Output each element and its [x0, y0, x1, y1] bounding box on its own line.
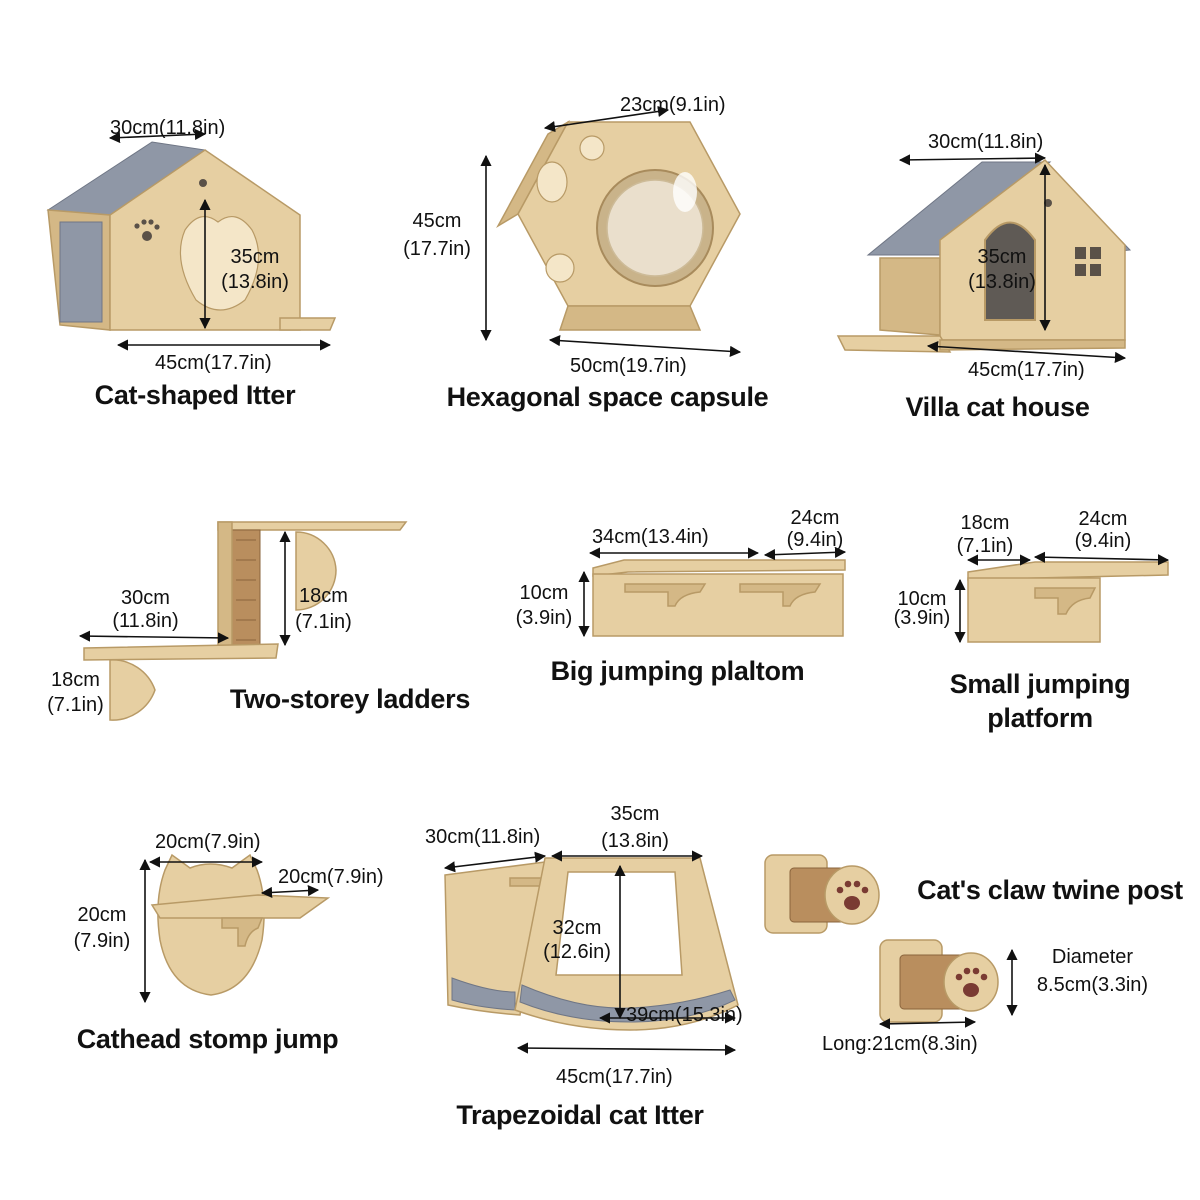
product-title: Trapezoidal cat Itter [456, 1100, 704, 1130]
dim-depth-cm: 24cm [790, 507, 840, 529]
two-storey-ladders-image [78, 521, 408, 721]
dim-top: 23cm(9.1in) [620, 94, 726, 116]
trapezoidal-litter-image [443, 850, 739, 1056]
dim-width: 50cm(19.7in) [570, 355, 687, 377]
dim-top-left: 30cm(11.8in) [425, 826, 541, 848]
product-title: Cat's claw twine post [917, 875, 1183, 905]
dim-width: 45cm(17.7in) [968, 359, 1085, 381]
dim-diameter: 8.5cm(3.3in) [1036, 974, 1149, 996]
small-platform-image [954, 551, 1170, 644]
hexagonal-capsule-image [480, 105, 742, 357]
paw-print-icon [134, 219, 160, 241]
dim-depth-in: (9.4in) [786, 529, 844, 551]
product-title: Two-storey ladders [229, 684, 471, 714]
paw-print-icon [955, 967, 988, 997]
dim-height-cm: 45cm [412, 210, 462, 232]
paw-print-icon [836, 880, 869, 910]
dim-length: 34cm(13.4in) [592, 526, 709, 548]
dim-height-cm: 35cm [230, 246, 280, 268]
dim-height-cm: 35cm [977, 246, 1027, 268]
dim-depth-in: (7.1in) [47, 694, 104, 716]
dim-top: 30cm(11.8in) [928, 131, 1044, 153]
product-title-line1: Small jumping [949, 669, 1131, 699]
dim-height-in: (13.8in) [968, 271, 1036, 293]
cathead-stomp-image [139, 853, 331, 1004]
dim-height-in: (13.8in) [221, 271, 289, 293]
product-title: Cathead stomp jump [76, 1024, 339, 1054]
dim-depth-cm: 18cm [51, 669, 100, 691]
dim-height-cm: 18cm [299, 585, 348, 607]
dim-height-in: (3.9in) [893, 607, 951, 629]
dim-bottom: 45cm(17.7in) [556, 1066, 673, 1088]
dim-depth-in: (9.4in) [1074, 530, 1132, 552]
big-platform-image [578, 546, 847, 638]
dim-depth-cm: 24cm [1078, 508, 1128, 530]
claw-post-image [764, 854, 1018, 1030]
dim-length-cm: 30cm [121, 587, 170, 609]
dim-length-in: (7.1in) [956, 535, 1014, 557]
dim-height-in: (17.7in) [403, 238, 471, 260]
dim-height-cm: 10cm [897, 588, 947, 610]
dim-top-right-cm: 35cm [610, 803, 660, 825]
dim-length-in: (11.8in) [112, 610, 179, 632]
dim-long: Long:21cm(8.3in) [822, 1033, 978, 1055]
cat-shaped-litter-image [46, 128, 337, 351]
product-title: Villa cat house [905, 392, 1090, 422]
dim-width: 45cm(17.7in) [155, 352, 272, 374]
dim-inner: 39cm(15.3in) [626, 1004, 743, 1026]
dim-diameter-label: Diameter [1051, 946, 1134, 968]
dim-height-in: (7.9in) [73, 930, 131, 952]
dim-height-cm: 20cm [77, 904, 127, 926]
product-title-line2: platform [987, 703, 1093, 733]
dim-top-right-in: (13.8in) [601, 830, 669, 852]
dim-length-cm: 18cm [960, 512, 1010, 534]
dim-height-cm: 32cm [552, 917, 602, 939]
product-title: Cat-shaped Itter [94, 380, 296, 410]
villa-cat-house-image [836, 152, 1132, 363]
dim-height-cm: 10cm [519, 582, 569, 604]
dim-depth: 20cm(7.9in) [278, 866, 384, 888]
dim-height-in: (12.6in) [543, 941, 611, 963]
dim-top: 20cm(7.9in) [155, 831, 261, 853]
dim-height-in: (3.9in) [515, 607, 573, 629]
dim-height-in: (7.1in) [295, 611, 352, 633]
dim-top: 30cm(11.8in) [110, 117, 226, 139]
product-title: Hexagonal space capsule [446, 382, 769, 412]
product-title: Big jumping plaltom [550, 656, 805, 686]
